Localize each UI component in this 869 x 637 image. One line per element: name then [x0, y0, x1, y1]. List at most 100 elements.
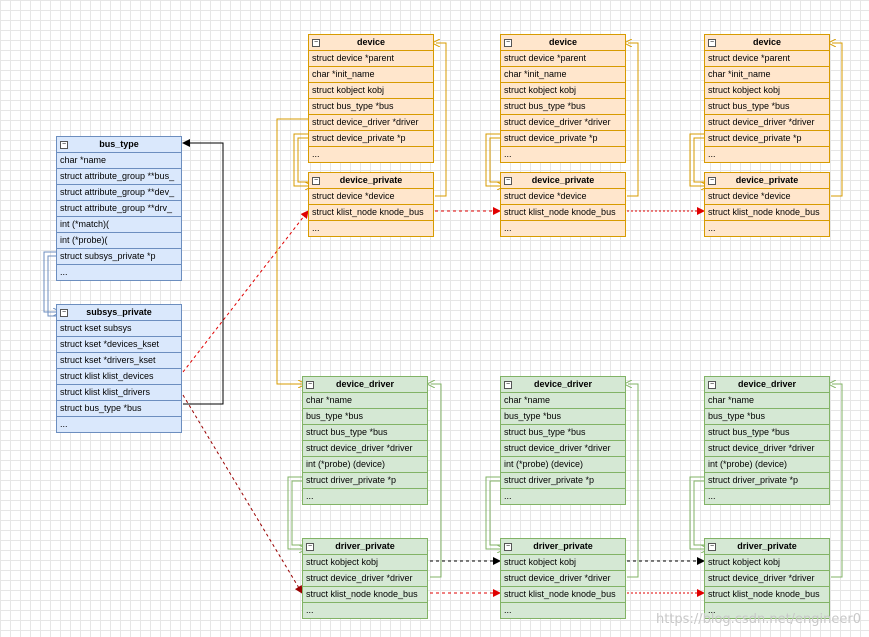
struct-field[interactable]: struct device_driver *driver — [308, 115, 434, 131]
struct-field[interactable]: struct driver_private *p — [302, 473, 428, 489]
collapse-icon[interactable]: − — [708, 39, 716, 47]
struct-field[interactable]: ... — [500, 147, 626, 163]
struct-field[interactable]: struct device *parent — [308, 51, 434, 67]
struct-field[interactable]: struct device_driver *driver — [500, 115, 626, 131]
collapse-icon[interactable]: − — [708, 381, 716, 389]
struct-header[interactable]: −device — [500, 34, 626, 51]
struct-field[interactable]: struct klist_node knode_bus — [704, 205, 830, 221]
struct-field[interactable]: struct device *parent — [704, 51, 830, 67]
struct-field[interactable]: ... — [704, 147, 830, 163]
struct-field[interactable]: char *init_name — [308, 67, 434, 83]
struct-header[interactable]: −driver_private — [704, 538, 830, 555]
struct-field[interactable]: struct bus_type *bus — [704, 425, 830, 441]
struct-field[interactable]: struct kobject kobj — [308, 83, 434, 99]
struct-field[interactable]: struct device_driver *driver — [500, 441, 626, 457]
collapse-icon[interactable]: − — [708, 177, 716, 185]
struct-field[interactable]: int (*probe) (device) — [302, 457, 428, 473]
struct-header[interactable]: −driver_private — [500, 538, 626, 555]
struct-field[interactable]: struct bus_type *bus — [500, 99, 626, 115]
struct-field[interactable]: bus_type *bus — [500, 409, 626, 425]
struct-header[interactable]: −bus_type — [56, 136, 182, 153]
collapse-icon[interactable]: − — [306, 543, 314, 551]
collapse-icon[interactable]: − — [60, 309, 68, 317]
struct-field[interactable]: ... — [500, 603, 626, 619]
struct-field[interactable]: struct device *device — [704, 189, 830, 205]
struct-field[interactable]: struct klist_node knode_bus — [308, 205, 434, 221]
struct-field[interactable]: int (*probe) (device) — [704, 457, 830, 473]
struct-header[interactable]: −device_driver — [302, 376, 428, 393]
struct-field[interactable]: struct klist_node knode_bus — [704, 587, 830, 603]
struct-field[interactable]: struct device *device — [500, 189, 626, 205]
struct-field[interactable]: struct bus_type *bus — [308, 99, 434, 115]
struct-field[interactable]: struct klist_node knode_bus — [500, 587, 626, 603]
struct-field[interactable]: ... — [56, 417, 182, 433]
struct-field[interactable]: ... — [56, 265, 182, 281]
struct-header[interactable]: −device_private — [500, 172, 626, 189]
struct-field[interactable]: ... — [302, 489, 428, 505]
struct-field[interactable]: char *init_name — [500, 67, 626, 83]
struct-field[interactable]: struct kset subsys — [56, 321, 182, 337]
struct-field[interactable]: ... — [704, 221, 830, 237]
collapse-icon[interactable]: − — [306, 381, 314, 389]
struct-field[interactable]: ... — [308, 221, 434, 237]
struct-field[interactable]: struct klist_node knode_bus — [302, 587, 428, 603]
struct-field[interactable]: bus_type *bus — [704, 409, 830, 425]
struct-field[interactable]: struct kobject kobj — [302, 555, 428, 571]
struct-field[interactable]: struct device_driver *driver — [704, 441, 830, 457]
struct-field[interactable]: char *init_name — [704, 67, 830, 83]
struct-field[interactable]: struct attribute_group **dev_ — [56, 185, 182, 201]
struct-field[interactable]: struct device_driver *driver — [704, 115, 830, 131]
struct-header[interactable]: −device_private — [308, 172, 434, 189]
struct-field[interactable]: struct device_driver *driver — [500, 571, 626, 587]
struct-field[interactable]: struct bus_type *bus — [302, 425, 428, 441]
collapse-icon[interactable]: − — [504, 177, 512, 185]
struct-field[interactable]: ... — [704, 603, 830, 619]
struct-field[interactable]: int (*match)( — [56, 217, 182, 233]
collapse-icon[interactable]: − — [312, 177, 320, 185]
struct-field[interactable]: struct klist_node knode_bus — [500, 205, 626, 221]
struct-field[interactable]: struct device_driver *driver — [704, 571, 830, 587]
struct-header[interactable]: −device_driver — [704, 376, 830, 393]
struct-field[interactable]: struct device *parent — [500, 51, 626, 67]
struct-field[interactable]: char *name — [500, 393, 626, 409]
struct-field[interactable]: struct attribute_group **bus_ — [56, 169, 182, 185]
struct-field[interactable]: struct subsys_private *p — [56, 249, 182, 265]
struct-field[interactable]: struct device_driver *driver — [302, 571, 428, 587]
collapse-icon[interactable]: − — [504, 39, 512, 47]
struct-field[interactable]: bus_type *bus — [302, 409, 428, 425]
struct-field[interactable]: ... — [308, 147, 434, 163]
struct-field[interactable]: struct kobject kobj — [500, 83, 626, 99]
struct-field[interactable]: struct bus_type *bus — [704, 99, 830, 115]
struct-field[interactable]: ... — [704, 489, 830, 505]
struct-field[interactable]: int (*probe) (device) — [500, 457, 626, 473]
struct-field[interactable]: struct bus_type *bus — [56, 401, 182, 417]
struct-field[interactable]: struct device_private *p — [500, 131, 626, 147]
struct-field[interactable]: struct klist klist_drivers — [56, 385, 182, 401]
struct-field[interactable]: int (*probe)( — [56, 233, 182, 249]
struct-field[interactable]: struct kset *drivers_kset — [56, 353, 182, 369]
struct-field[interactable]: struct driver_private *p — [500, 473, 626, 489]
struct-field[interactable]: ... — [500, 221, 626, 237]
struct-header[interactable]: −subsys_private — [56, 304, 182, 321]
collapse-icon[interactable]: − — [504, 543, 512, 551]
struct-field[interactable]: struct driver_private *p — [704, 473, 830, 489]
struct-field[interactable]: struct kset *devices_kset — [56, 337, 182, 353]
collapse-icon[interactable]: − — [708, 543, 716, 551]
struct-field[interactable]: struct device_private *p — [704, 131, 830, 147]
struct-field[interactable]: struct kobject kobj — [704, 83, 830, 99]
struct-field[interactable]: struct bus_type *bus — [500, 425, 626, 441]
collapse-icon[interactable]: − — [60, 141, 68, 149]
struct-field[interactable]: struct device *device — [308, 189, 434, 205]
struct-field[interactable]: char *name — [56, 153, 182, 169]
